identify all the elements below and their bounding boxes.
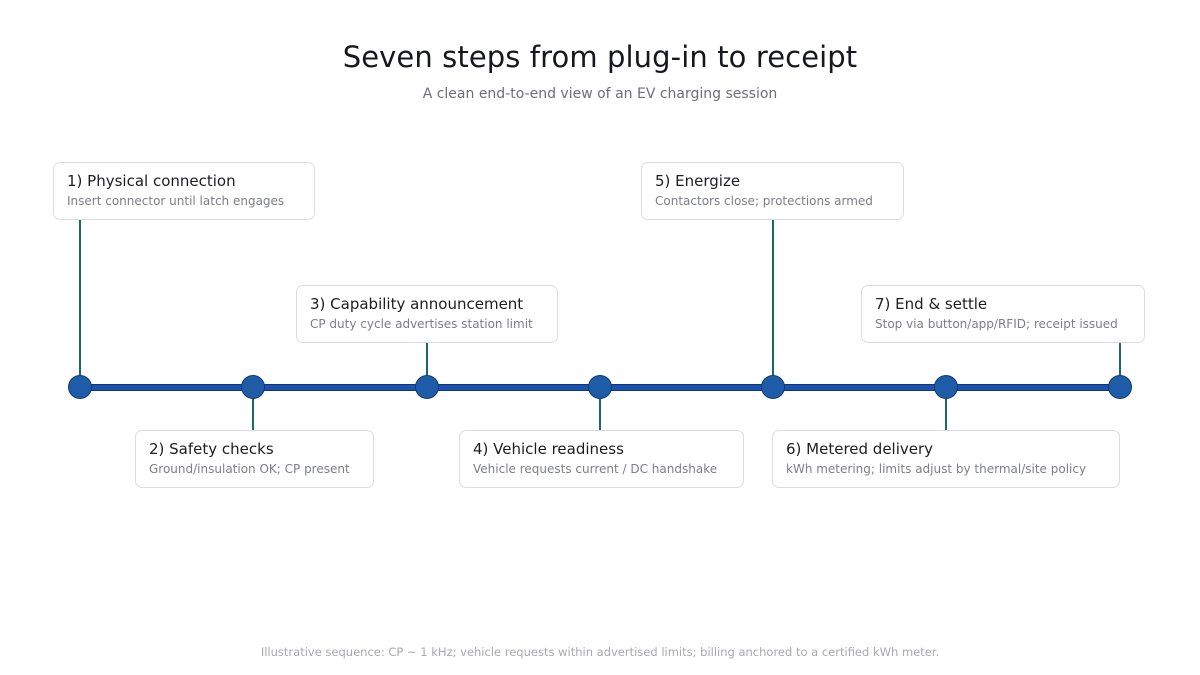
step-title-7: 7) End & settle bbox=[875, 295, 988, 313]
timeline-connector-stem-2 bbox=[252, 397, 254, 430]
timeline-node-4[interactable] bbox=[588, 375, 612, 399]
step-detail-7: Stop via button/app/RFID; receipt issued bbox=[875, 316, 1118, 331]
step-title-3: 3) Capability announcement bbox=[310, 295, 524, 313]
chart-header: Seven steps from plug-in to receipt A cl… bbox=[0, 0, 1200, 102]
timeline-connector-stem-1 bbox=[79, 214, 81, 377]
timeline-node-2[interactable] bbox=[241, 375, 265, 399]
step-detail-6: kWh metering; limits adjust by thermal/s… bbox=[786, 461, 1087, 476]
step-title-6: 6) Metered delivery bbox=[786, 440, 934, 458]
step-title-5: 5) Energize bbox=[655, 172, 741, 190]
timeline-connector-stem-6 bbox=[945, 397, 947, 430]
timeline-connector-stem-3 bbox=[426, 337, 428, 377]
footnote-annotation: Illustrative sequence: CP ~ 1 kHz; vehic… bbox=[260, 645, 940, 659]
step-detail-4: Vehicle requests current / DC handshake bbox=[473, 461, 718, 476]
timeline-node-7[interactable] bbox=[1108, 375, 1132, 399]
timeline-connector-stem-4 bbox=[599, 397, 601, 430]
step-title-1: 1) Physical connection bbox=[67, 172, 236, 190]
step-detail-3: CP duty cycle advertises station limit bbox=[310, 316, 533, 331]
step-detail-1: Insert connector until latch engages bbox=[67, 193, 285, 208]
timeline-connector-stem-7 bbox=[1119, 337, 1121, 377]
timeline-node-5[interactable] bbox=[761, 375, 785, 399]
page-subtitle: A clean end-to-end view of an EV chargin… bbox=[422, 86, 778, 102]
step-detail-2: Ground/insulation OK; CP present bbox=[149, 461, 350, 476]
timeline-node-1[interactable] bbox=[68, 375, 92, 399]
timeline-node-6[interactable] bbox=[934, 375, 958, 399]
step-label-box-6[interactable]: 6) Metered delivery kWh metering; limits … bbox=[772, 430, 1120, 489]
step-title-2: 2) Safety checks bbox=[149, 440, 274, 458]
timeline-connector-stem-5 bbox=[772, 214, 774, 377]
step-detail-5: Contactors close; protections armed bbox=[655, 193, 873, 208]
page-title: Seven steps from plug-in to receipt bbox=[342, 40, 858, 74]
timeline-node-3[interactable] bbox=[415, 375, 439, 399]
step-label-box-3[interactable]: 3) Capability announcement CP duty cycle … bbox=[296, 285, 558, 344]
step-title-4: 4) Vehicle readiness bbox=[473, 440, 624, 458]
